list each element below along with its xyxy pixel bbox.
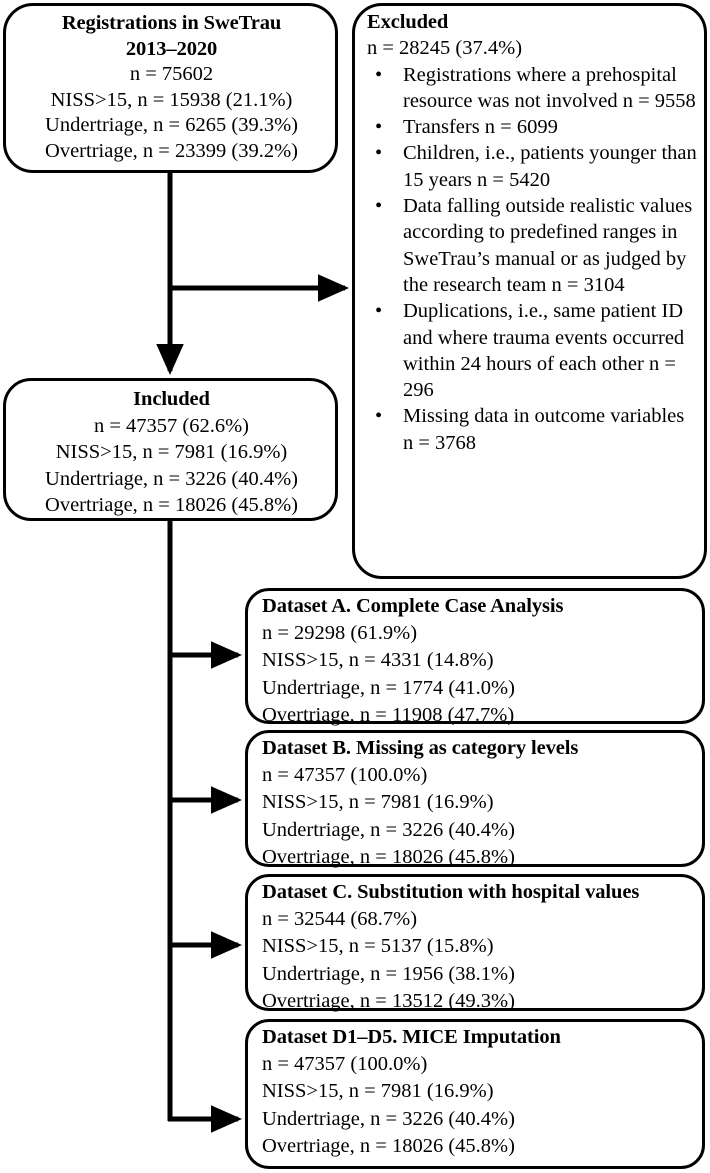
registrations-title-line1: Registrations in SweTrau: [61, 12, 282, 34]
registrations-title-line2: 2013–2020: [125, 37, 218, 60]
excluded-title: Excluded: [367, 11, 449, 33]
registrations-niss: NISS>15, n = 15938 (21.1%): [50, 88, 293, 111]
included-title: Included: [133, 388, 210, 410]
dataset-c-n: n = 32544 (68.7%): [262, 908, 418, 931]
dataset-d-undertriage: Undertriage, n = 3226 (40.4%): [262, 1107, 515, 1130]
node-dataset-c: Dataset C. Substitution with hospital va…: [245, 874, 705, 1012]
dataset-d-title: Dataset D1–D5. MICE Imputation: [262, 1026, 561, 1048]
bullet-icon: •: [375, 195, 383, 218]
excluded-bullet-item: • Duplications, i.e., same patient ID an…: [367, 298, 698, 403]
dataset-a-overtriage: Overtriage, n = 11908 (47.7%): [262, 703, 515, 726]
included-niss: NISS>15, n = 7981 (16.9%): [55, 441, 288, 463]
excluded-bullet-item: • Children, i.e., patients younger than …: [367, 140, 698, 193]
bullet-icon: •: [375, 405, 383, 428]
dataset-b-n: n = 47357 (100.0%): [262, 764, 428, 787]
dataset-a-undertriage: Undertriage, n = 1774 (41.0%): [262, 676, 515, 699]
dataset-c-niss: NISS>15, n = 5137 (15.8%): [262, 935, 494, 958]
excluded-bullet-item: • Data falling outside realistic values …: [367, 193, 698, 298]
excluded-bullet-item: • Registrations where a prehospital reso…: [367, 62, 698, 115]
dataset-b-overtriage: Overtriage, n = 18026 (45.8%): [262, 845, 515, 868]
node-excluded: Excluded n = 28245 (37.4%) • Registratio…: [352, 3, 707, 579]
included-overtriage: Overtriage, n = 18026 (45.8%): [45, 494, 298, 516]
node-included: Included n = 47357 (62.6%) NISS>15, n = …: [3, 378, 338, 521]
excluded-bullet-text: Data falling outside realistic values ac…: [403, 195, 693, 296]
node-dataset-d: Dataset D1–D5. MICE Imputation n = 47357…: [245, 1019, 705, 1169]
node-dataset-b: Dataset B. Missing as category levels n …: [245, 730, 705, 868]
excluded-bullet-text: Transfers n = 6099: [403, 116, 558, 139]
dataset-d-niss: NISS>15, n = 7981 (16.9%): [262, 1080, 494, 1103]
dataset-a-title: Dataset A. Complete Case Analysis: [262, 595, 564, 617]
dataset-c-overtriage: Overtriage, n = 13512 (49.3%): [262, 989, 515, 1012]
dataset-c-title: Dataset C. Substitution with hospital va…: [262, 881, 640, 903]
excluded-bullet-list: • Registrations where a prehospital reso…: [367, 62, 698, 456]
excluded-bullet-text: Missing data in outcome variables n = 37…: [403, 405, 685, 454]
bullet-icon: •: [375, 142, 383, 165]
dataset-d-n: n = 47357 (100.0%): [262, 1053, 428, 1076]
excluded-bullet-text: Registrations where a prehospital resour…: [403, 63, 696, 112]
excluded-bullet-text: Children, i.e., patients younger than 15…: [403, 142, 697, 191]
bullet-icon: •: [375, 300, 383, 323]
node-registrations: Registrations in SweTrau 2013–2020 n = 7…: [3, 3, 338, 173]
dataset-b-undertriage: Undertriage, n = 3226 (40.4%): [262, 818, 515, 841]
excluded-n: n = 28245 (37.4%): [367, 37, 523, 60]
bullet-icon: •: [375, 63, 383, 86]
dataset-b-niss: NISS>15, n = 7981 (16.9%): [262, 791, 494, 814]
included-n: n = 47357 (62.6%): [93, 414, 250, 437]
dataset-d-overtriage: Overtriage, n = 18026 (45.8%): [262, 1134, 515, 1157]
dataset-c-undertriage: Undertriage, n = 1956 (38.1%): [262, 962, 515, 985]
excluded-bullet-item: • Transfers n = 6099: [367, 114, 698, 140]
registrations-undertriage: Undertriage, n = 6265 (39.3%): [45, 114, 298, 137]
dataset-a-niss: NISS>15, n = 4331 (14.8%): [262, 649, 494, 672]
included-undertriage: Undertriage, n = 3226 (40.4%): [45, 467, 298, 490]
excluded-bullet-item: • Missing data in outcome variables n = …: [367, 403, 698, 456]
dataset-a-n: n = 29298 (61.9%): [262, 622, 418, 645]
node-dataset-a: Dataset A. Complete Case Analysis n = 29…: [245, 588, 705, 726]
registrations-n: n = 75602: [129, 63, 214, 86]
dataset-b-title: Dataset B. Missing as category levels: [262, 737, 579, 759]
registrations-overtriage: Overtriage, n = 23399 (39.2%): [45, 139, 298, 162]
excluded-bullet-text: Duplications, i.e., same patient ID and …: [403, 300, 685, 402]
bullet-icon: •: [375, 116, 383, 139]
